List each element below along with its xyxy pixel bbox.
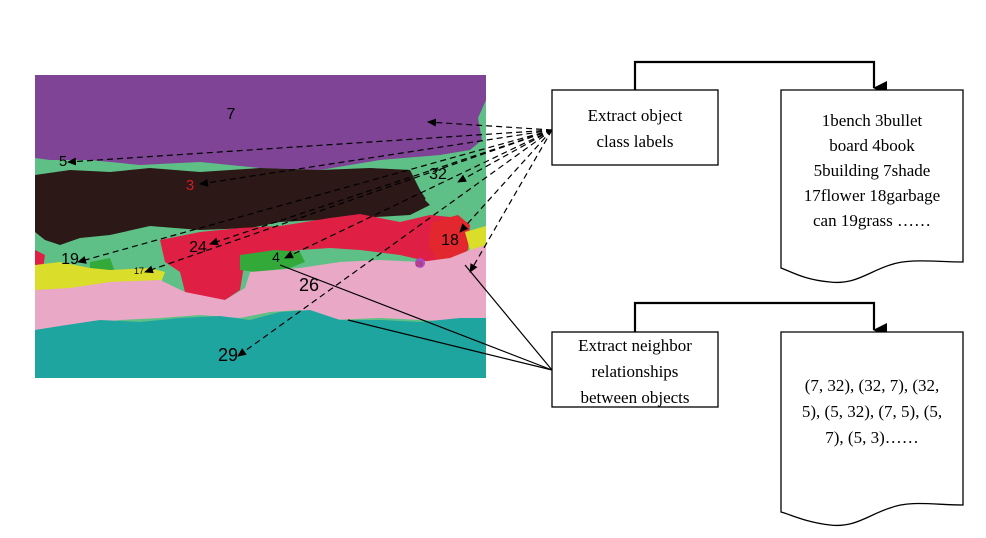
region-label-26: 26 [299,275,319,295]
region-label-3: 3 [186,177,194,194]
dashed-arrow-to-18 [459,129,553,233]
labels-doc-line2: board 4book [829,136,915,155]
extract-relations-line2: relationships [592,362,679,381]
dashed-arrow-to-29 [237,129,553,357]
region-label-18: 18 [441,232,459,249]
dashed-arrow-to-7 [427,118,553,131]
labels-output-document: 1bench 3bullet board 4book 5building 7sh… [780,89,964,284]
region-building [35,168,430,245]
dashed-arrow-to-19 [77,129,553,264]
relation-extraction-lines [279,264,553,371]
extract-labels-box: Extract object class labels [551,89,719,166]
region-label-29-small: 29 [416,262,423,268]
label-extraction-arrows [67,118,553,357]
region-flower-main [160,214,470,300]
relation-line-1 [464,264,553,371]
relations-doc-line2: 5), (5, 32), (7, 5), (5, [802,402,942,421]
region-small-purple [415,258,425,268]
region-grass-right [425,150,486,215]
region-label-29: 29 [218,345,238,365]
labels-doc-line1: 1bench 3bullet [822,111,923,130]
dashed-arrow-to-17 [144,129,553,274]
region-label-4: 4 [272,249,280,265]
dashed-arrow-to-24 [209,129,553,246]
extract-relations-line1: Extract neighbor [578,336,692,355]
labels-doc-line5: can 19grass …… [813,211,931,230]
extract-relations-box: Extract neighbor relationships between o… [551,331,719,408]
relations-output-document: (7, 32), (32, 7), (32, 5), (5, 32), (7, … [780,331,964,527]
relations-doc-line3: 7), (5, 3)…… [825,428,918,447]
dashed-arrow-to-5 [67,129,553,166]
region-label-32: 32 [429,166,447,183]
connector-arrow-relations [633,301,887,337]
relation-line-2 [279,264,553,371]
relation-line-3 [347,319,553,371]
region-label-5: 5 [59,153,67,170]
relations-doc-line1: (7, 32), (32, 7), (32, [805,376,940,395]
region-label-17: 17 [134,266,144,276]
region-labels: 7 5 3 32 24 19 17 4 18 26 29 29 [59,106,459,365]
region-bench-right [465,226,486,250]
region-label-7: 7 [227,106,236,123]
region-shade [35,75,486,170]
region-label-19: 19 [61,251,79,268]
labels-doc-line4: 17flower 18garbage [804,186,940,205]
labels-doc-line3: 5building 7shade [814,161,931,180]
dashed-arrow-to-32 [457,129,553,183]
extract-labels-line1: Extract object [588,106,683,125]
region-ground [35,245,486,330]
extract-relations-line3: between objects [580,388,689,407]
connector-arrow-labels [633,60,887,95]
region-water [35,310,486,378]
extract-labels-line2: class labels [597,132,674,151]
dashed-arrow-to-right-edge [469,129,553,273]
